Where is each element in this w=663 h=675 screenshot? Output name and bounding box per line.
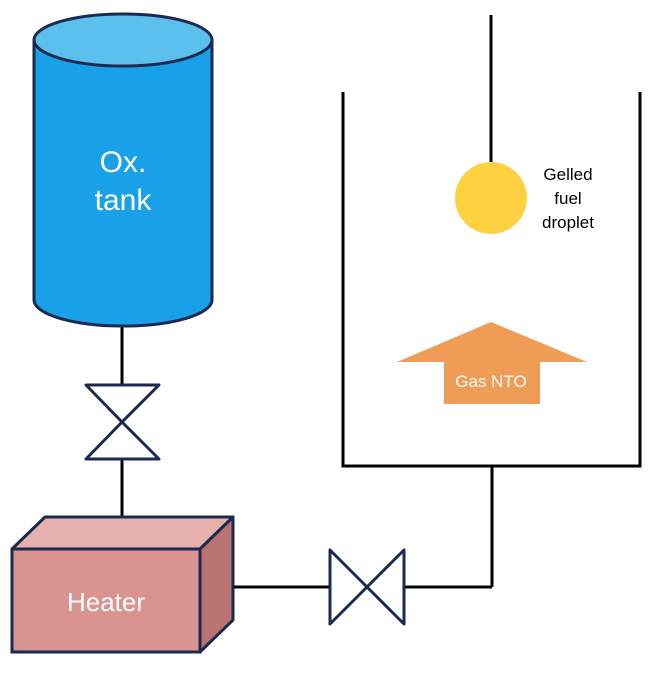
chamber	[341, 92, 642, 468]
piping	[120, 325, 494, 589]
tank-label-line1: Ox.	[100, 146, 147, 179]
droplet-label-line1: Gelled	[543, 165, 592, 184]
arrow-shape	[397, 322, 587, 404]
heater-front-face	[10, 547, 202, 654]
heater-top-face	[10, 515, 235, 551]
valve-vertical-lower	[84, 420, 161, 461]
arrow-label: Gas NTO	[455, 372, 526, 391]
chamber-walls	[341, 92, 642, 468]
valve-vertical	[84, 383, 161, 461]
droplet-label-line3: droplet	[542, 213, 594, 232]
ox-tank: Ox. tank	[32, 12, 214, 328]
tank-top	[32, 12, 214, 68]
heater-label: Heater	[67, 587, 145, 617]
fuel-droplet	[455, 162, 527, 234]
heater: Heater	[10, 515, 235, 654]
valve-horizontal-left	[328, 548, 369, 626]
tank-body	[32, 38, 214, 328]
valve-horizontal-right	[365, 548, 406, 626]
gas-flow-arrow: Gas NTO	[397, 322, 587, 404]
tank-label-line2: tank	[95, 184, 153, 217]
valve-vertical-upper	[84, 383, 161, 424]
droplet-label-line2: fuel	[554, 189, 581, 208]
valve-horizontal	[328, 548, 406, 626]
